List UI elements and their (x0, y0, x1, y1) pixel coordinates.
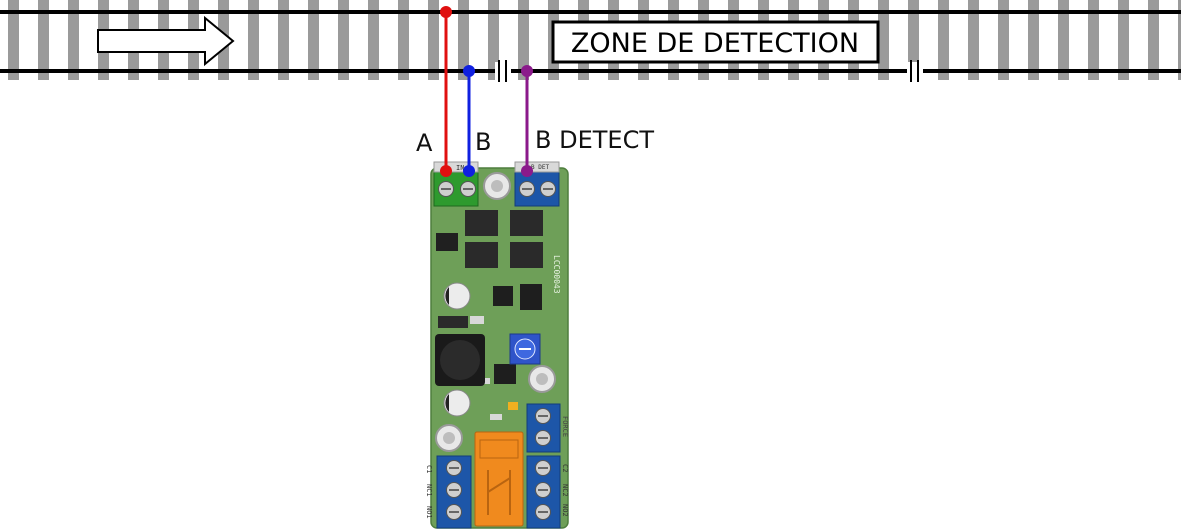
wire-label-b-detect: B DETECT (535, 126, 654, 154)
track-sleeper (1178, 0, 1181, 80)
track-sleeper (1118, 0, 1129, 80)
track-sleeper (248, 0, 259, 80)
zone-label-text: ZONE DE DETECTION (571, 28, 859, 59)
track-sleeper (278, 0, 289, 80)
track-sleeper (968, 0, 979, 80)
track-sleeper (38, 0, 49, 80)
track-sleeper (428, 0, 439, 80)
track-sleeper (368, 0, 379, 80)
wire-b-detect (521, 65, 533, 177)
track-sleeper (1058, 0, 1069, 80)
track-sleeper (998, 0, 1009, 80)
track-sleeper (1028, 0, 1039, 80)
track-sleeper (458, 0, 469, 80)
terminal-label-c2: C2 (561, 464, 569, 472)
terminal-label-nc1: NC1 (425, 484, 433, 497)
track-sleeper (68, 0, 79, 80)
rail-insulation-gap-left (495, 60, 511, 82)
track-sleeper (8, 0, 19, 80)
terminal-label-c1: C1 (425, 465, 433, 473)
terminal-label-in: IN (456, 164, 464, 172)
wire-label-a: A (416, 129, 433, 157)
product-code: LCC00043 (552, 255, 561, 294)
wire-label-b: B (475, 128, 491, 156)
wire-b (463, 65, 475, 177)
terminal-label-nc2: NC2 (561, 484, 569, 497)
terminal-block-relay-2: C2 NC2 NO2 (526, 455, 569, 529)
terminal-block-force: FORCE (526, 403, 569, 453)
track-sleeper (308, 0, 319, 80)
wire-a (440, 6, 452, 177)
relay (474, 431, 524, 527)
track-sleeper (488, 0, 499, 80)
terminal-label-force: FORCE (561, 416, 569, 437)
terminal-label-b-det: B DET (531, 164, 549, 171)
rail-insulation-gap-right (907, 60, 923, 82)
track-sleeper (878, 0, 889, 80)
detection-module-board: IN B DET LCC00043 (425, 161, 569, 529)
track-sleeper (518, 0, 529, 80)
railway-track (0, 0, 1181, 82)
track-sleeper (1088, 0, 1099, 80)
track-sleeper (338, 0, 349, 80)
terminal-block-b-det: B DET (514, 161, 560, 207)
track-sleeper (1148, 0, 1159, 80)
detection-zone-label: ZONE DE DETECTION (551, 20, 880, 64)
track-sleeper (938, 0, 949, 80)
direction-arrow-icon (97, 15, 235, 67)
terminal-label-no2: NO2 (561, 504, 569, 517)
terminal-label-no1: NO1 (425, 506, 433, 519)
terminal-block-relay-1: C1 NC1 NO1 (425, 455, 472, 529)
track-sleeper (398, 0, 409, 80)
track-sleeper (908, 0, 919, 80)
